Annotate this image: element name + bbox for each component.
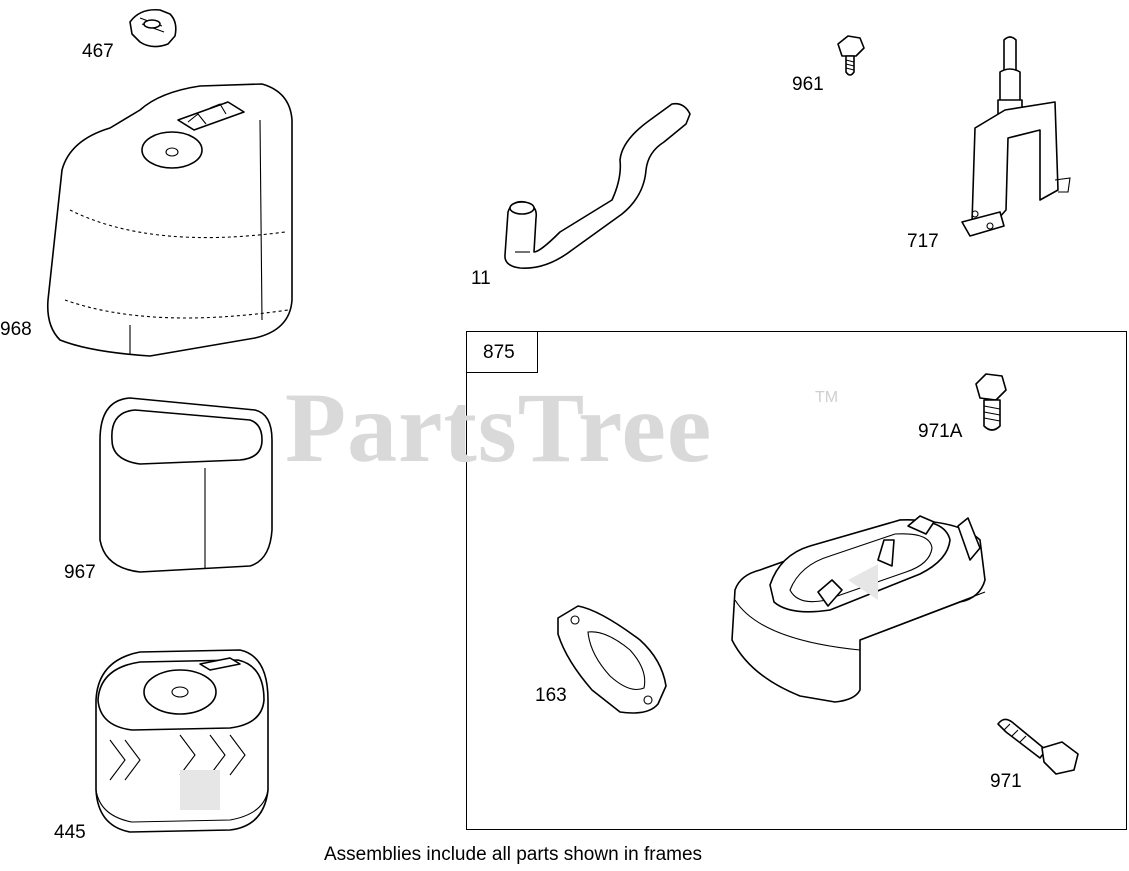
part-445-filter[interactable] bbox=[95, 649, 269, 833]
assembly-frame bbox=[466, 331, 1127, 830]
callout-961[interactable]: 961 bbox=[792, 74, 824, 95]
callout-968[interactable]: 968 bbox=[0, 319, 32, 340]
assembly-frame-tag: 875 bbox=[466, 331, 538, 373]
part-163-gasket[interactable] bbox=[557, 605, 667, 714]
callout-11[interactable]: 11 bbox=[471, 268, 491, 289]
part-968-cover[interactable] bbox=[46, 83, 293, 357]
part-967-precleaner[interactable] bbox=[99, 397, 273, 573]
caption: Assemblies include all parts shown in fr… bbox=[324, 844, 703, 865]
watermark-trademark: TM bbox=[815, 389, 839, 406]
watermark: PartsTree bbox=[285, 372, 713, 483]
callout-467[interactable]: 467 bbox=[82, 41, 114, 62]
part-467-knob[interactable] bbox=[129, 8, 177, 48]
frame-label-875[interactable]: 875 bbox=[483, 342, 515, 363]
part-717-bracket[interactable] bbox=[961, 36, 1071, 237]
callout-967[interactable]: 967 bbox=[64, 562, 96, 583]
part-971a-screw[interactable] bbox=[975, 373, 1007, 431]
part-961-screw[interactable] bbox=[837, 35, 865, 76]
callout-971[interactable]: 971 bbox=[990, 771, 1022, 792]
part-875-base[interactable] bbox=[731, 515, 986, 703]
callout-163[interactable]: 163 bbox=[535, 685, 567, 706]
callout-445[interactable]: 445 bbox=[54, 822, 86, 843]
part-11-breather-tube[interactable] bbox=[504, 102, 691, 269]
callout-717[interactable]: 717 bbox=[907, 231, 939, 252]
callout-971a[interactable]: 971A bbox=[918, 421, 963, 442]
part-971-screw[interactable] bbox=[997, 718, 1079, 775]
